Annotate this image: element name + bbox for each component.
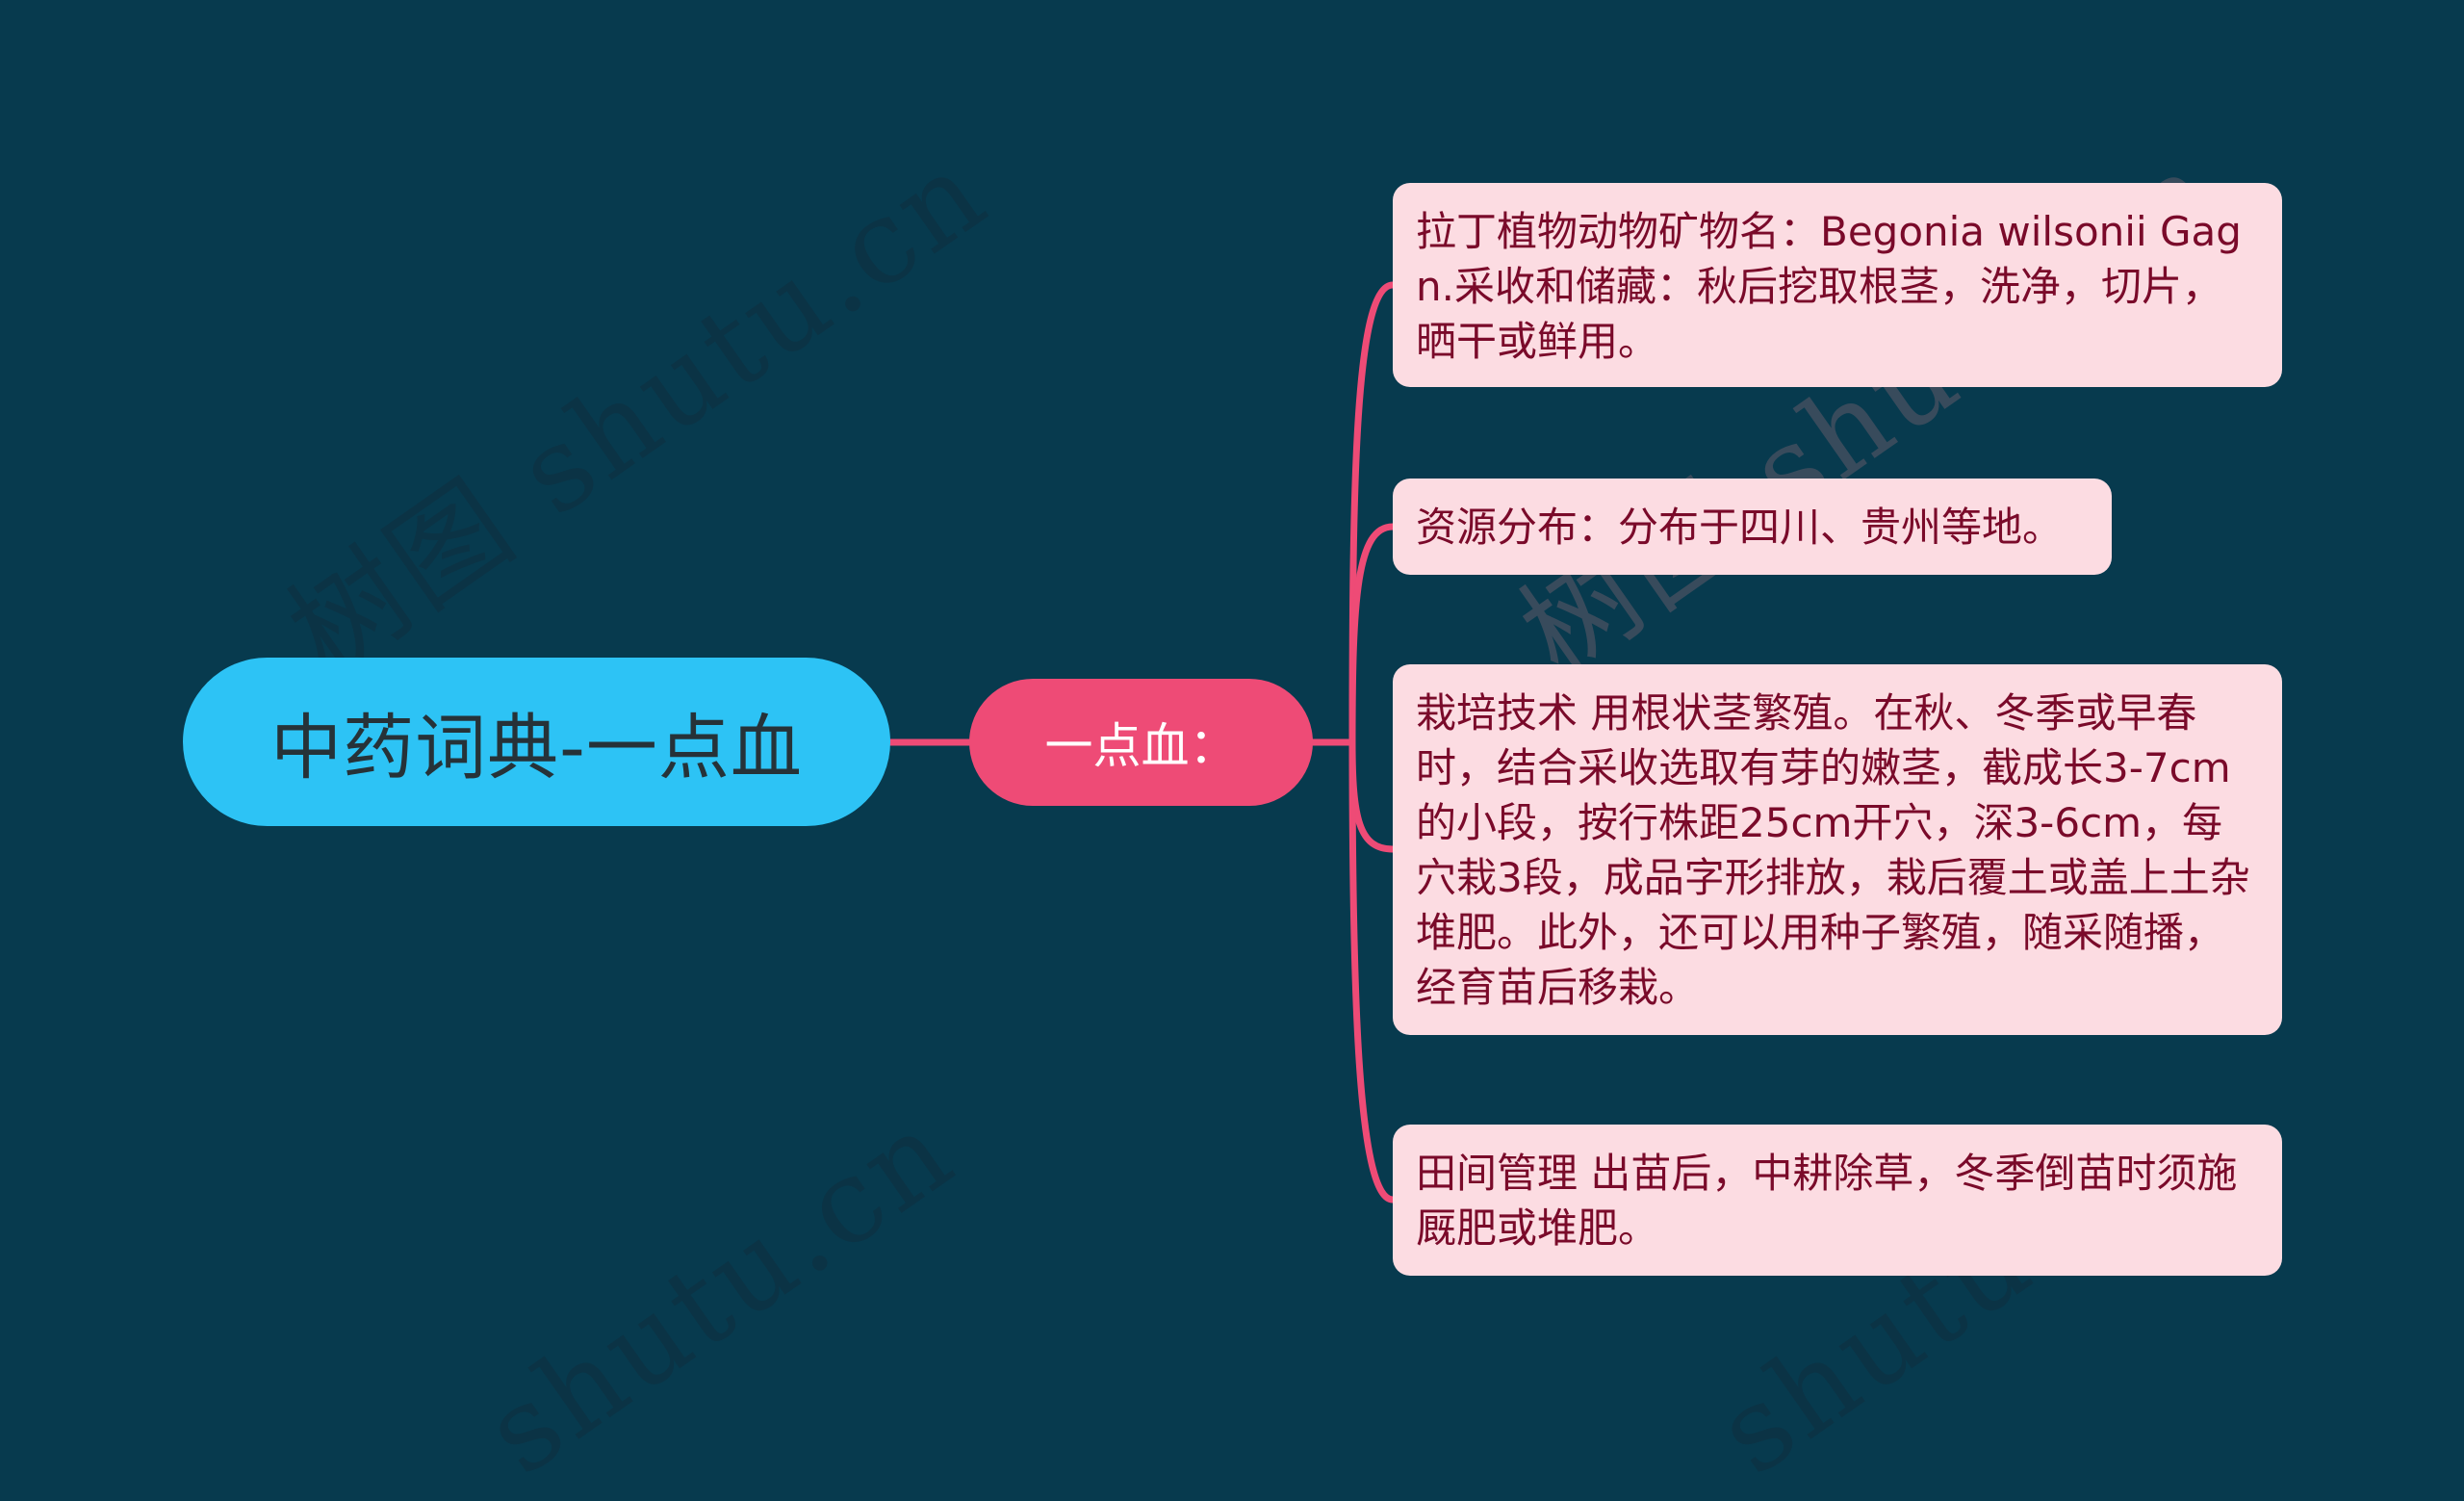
leaf-label: 田间管理 出苗后，中耕除草，冬季倒苗时须施厩肥或堆肥。: [1416, 1150, 2238, 1252]
leaf-1-connector: [1348, 281, 1397, 746]
leaf-3-connector: [1348, 738, 1397, 853]
watermark: 树图 shutu.cn: [266, 124, 1011, 703]
mindmap-canvas: 树图 shutu.cn 树图 shutu.cn shutu.cn shutu.c…: [183, 124, 2282, 1276]
leaf-node-distribution[interactable]: 资源分布：分布于四川、贵州等地。: [1393, 479, 2112, 575]
watermark: shutu.cn: [462, 1084, 978, 1501]
leaf-label: 拉丁植物动物矿物名：Begonia wilsonii Gagn.采收和储藏：秋后…: [1416, 208, 2242, 365]
branch-topic-node[interactable]: 一点血：: [969, 679, 1313, 806]
branch-topic-label: 一点血：: [1044, 718, 1238, 774]
root-topic-node[interactable]: 中药词典-一点血: [183, 658, 890, 826]
leaf-2-connector: [1348, 523, 1397, 746]
leaf-label: 栽培技术 用根状茎繁殖。在秋、冬季或早春时，结合采收选取有芽的嫩茎，截成长3-7…: [1416, 689, 2250, 1011]
leaf-node-latin-name[interactable]: 拉丁植物动物矿物名：Begonia wilsonii Gagn.采收和储藏：秋后…: [1393, 183, 2282, 387]
root-topic-label: 中药词典-一点血: [270, 707, 803, 789]
leaf-label: 资源分布：分布于四川、贵州等地。: [1416, 504, 2064, 551]
leaf-node-cultivation[interactable]: 栽培技术 用根状茎繁殖。在秋、冬季或早春时，结合采收选取有芽的嫩茎，截成长3-7…: [1393, 664, 2282, 1035]
leaf-4-connector: [1348, 738, 1397, 1203]
leaf-node-field-management[interactable]: 田间管理 出苗后，中耕除草，冬季倒苗时须施厩肥或堆肥。: [1393, 1125, 2282, 1276]
